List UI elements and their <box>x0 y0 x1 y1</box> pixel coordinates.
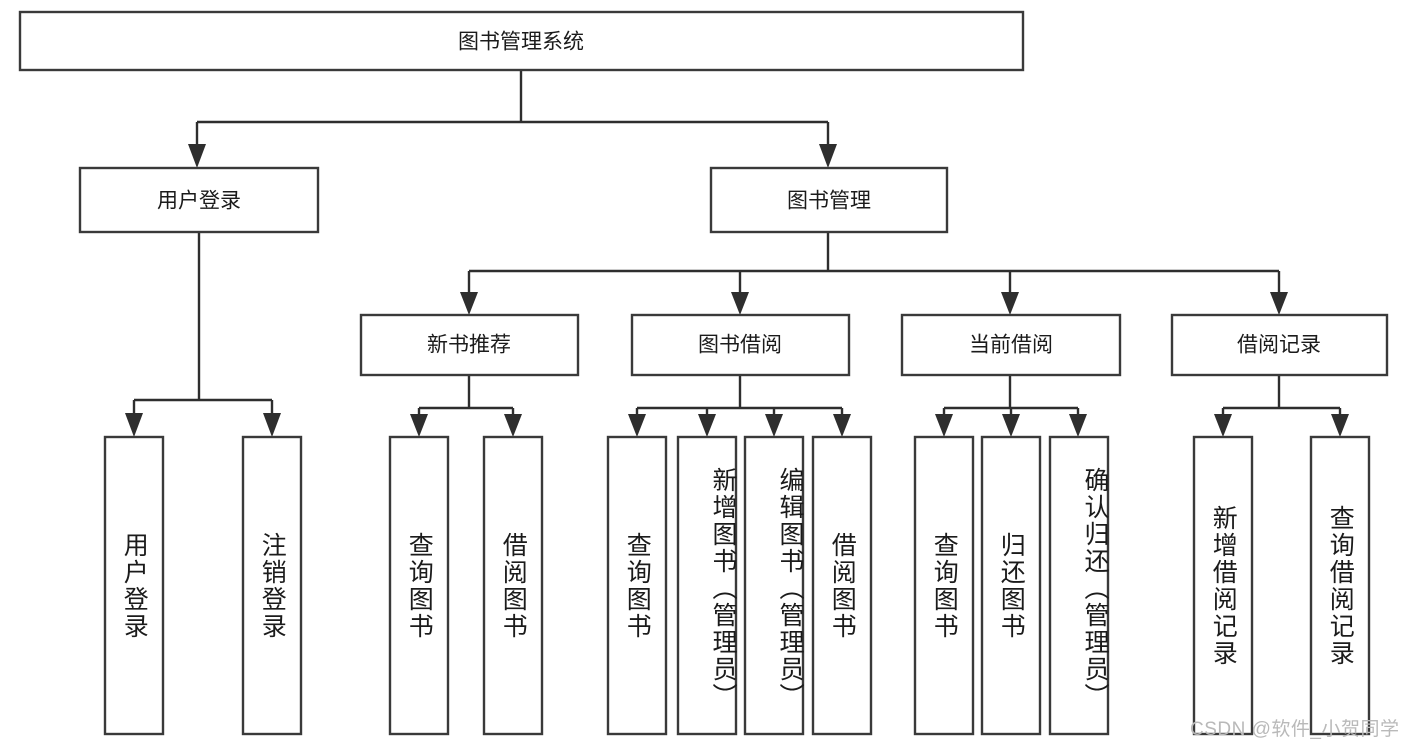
arrow-leaf-query-book-3 <box>935 414 953 437</box>
connectors-bookborrow-to-leaves <box>628 375 851 437</box>
arrow-to-bookborrow <box>731 292 749 315</box>
leaf-box-edit-book[interactable] <box>743 435 805 736</box>
arrow-leaf-logout <box>263 413 281 437</box>
node-book-management-label: 图书管理 <box>787 190 871 213</box>
connectors-borrowrecord-to-leaves <box>1214 375 1349 437</box>
arrow-leaf-borrow-book-2 <box>833 414 851 437</box>
arrow-to-newbook <box>460 292 478 315</box>
node-book-management-box[interactable] <box>709 166 949 234</box>
node-current-borrow-label: 当前借阅 <box>969 334 1053 357</box>
node-new-book-recommend-box[interactable] <box>359 313 580 377</box>
node-new-book-recommend-label: 新书推荐 <box>427 334 511 357</box>
arrow-leaf-add-record <box>1214 414 1232 437</box>
leaf-box-query-book-2[interactable] <box>606 435 668 736</box>
connectors-currentborrow-to-leaves <box>935 375 1087 437</box>
arrow-leaf-borrow-book-1 <box>504 414 522 437</box>
connectors-root-to-level1 <box>188 70 837 168</box>
arrow-leaf-confirm-return <box>1069 414 1087 437</box>
arrow-to-book-mgmt <box>819 144 837 168</box>
node-root-label: 图书管理系统 <box>458 31 584 54</box>
node-root-box[interactable] <box>18 10 1025 72</box>
node-borrow-record-label: 借阅记录 <box>1237 334 1321 357</box>
node-current-borrow-box[interactable] <box>900 313 1122 377</box>
leaf-box-return-book[interactable] <box>980 435 1042 736</box>
connectors-newbook-to-leaves <box>410 375 522 437</box>
arrow-to-borrowrecord <box>1270 292 1288 315</box>
connectors-userlogin-to-leaves <box>125 232 281 437</box>
arrow-to-user-login <box>188 144 206 168</box>
leaf-box-add-borrow-record[interactable] <box>1192 435 1254 736</box>
leaf-box-add-book[interactable] <box>676 435 738 736</box>
arrow-to-currentborrow <box>1001 292 1019 315</box>
arrow-leaf-query-record <box>1331 414 1349 437</box>
leaf-box-logout[interactable] <box>241 435 303 736</box>
arrow-leaf-return-book <box>1002 414 1020 437</box>
connectors-bookmgmt-to-level2 <box>460 232 1288 315</box>
leaf-box-borrow-book-1[interactable] <box>482 435 544 736</box>
leaf-box-query-borrow-record[interactable] <box>1309 435 1371 736</box>
leaf-box-borrow-book-2[interactable] <box>811 435 873 736</box>
arrow-leaf-add-book <box>698 414 716 437</box>
arrow-leaf-user-login <box>125 413 143 437</box>
leaf-box-query-book-1[interactable] <box>388 435 450 736</box>
leaf-box-user-login[interactable] <box>103 435 165 736</box>
node-user-login-label: 用户登录 <box>157 190 241 213</box>
leaf-box-confirm-return[interactable] <box>1048 435 1110 736</box>
arrow-leaf-query-book-1 <box>410 414 428 437</box>
arrow-leaf-edit-book <box>765 414 783 437</box>
node-borrow-record-box[interactable] <box>1170 313 1389 377</box>
node-user-login-box[interactable] <box>78 166 320 234</box>
node-book-borrow-label: 图书借阅 <box>698 334 782 357</box>
leaf-box-query-book-3[interactable] <box>913 435 975 736</box>
arrow-leaf-query-book-2 <box>628 414 646 437</box>
node-book-borrow-box[interactable] <box>630 313 851 377</box>
csdn-watermark: CSDN @软件_小贺同学 <box>1190 719 1400 740</box>
